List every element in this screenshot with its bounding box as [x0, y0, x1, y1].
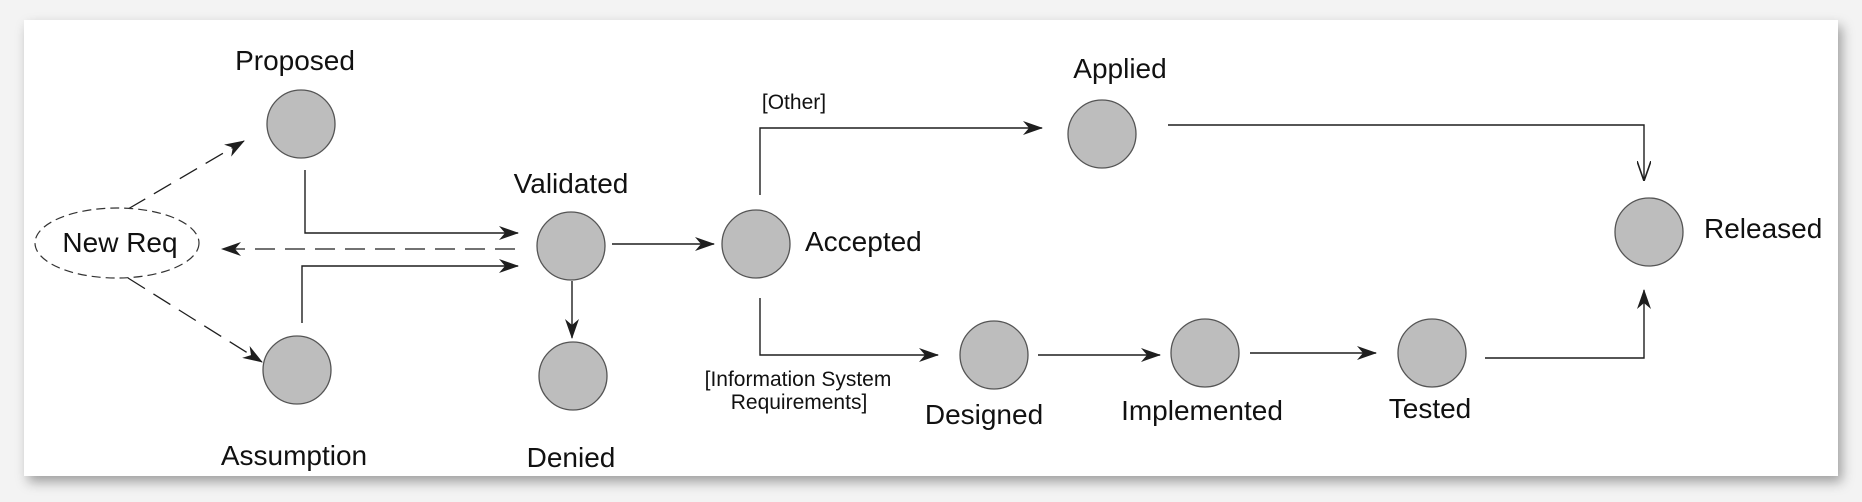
state-designed-node	[959, 320, 1029, 390]
state-accepted-label: Accepted	[805, 226, 922, 257]
edge-accepted-to-applied	[759, 121, 1043, 195]
guard-info-line1-label: [Information System	[705, 368, 892, 391]
edge-accepted-to-designed	[759, 298, 939, 362]
state-released-label: Released	[1704, 213, 1822, 244]
state-proposed-label: Proposed	[235, 45, 355, 76]
state-validated-label: Validated	[514, 168, 629, 199]
state-applied-node	[1067, 99, 1137, 169]
state-tested-label: Tested	[1389, 393, 1472, 424]
new-req-label: New Req	[62, 227, 177, 258]
state-assumption-label: Assumption	[221, 440, 367, 471]
state-implemented-node	[1170, 318, 1240, 388]
state-assumption-node	[262, 335, 332, 405]
new-req-ellipse	[34, 207, 200, 279]
state-tested-node	[1397, 318, 1467, 388]
state-released-node	[1614, 197, 1684, 267]
state-denied-node	[538, 341, 608, 411]
edge-tested-to-released	[1485, 289, 1651, 359]
state-proposed-node	[266, 89, 336, 159]
edge-newreq-to-assumption	[127, 277, 263, 363]
state-accepted-node	[721, 209, 791, 279]
edge-proposed-to-validated	[304, 170, 519, 240]
state-applied-label: Applied	[1073, 53, 1166, 84]
state-designed-label: Designed	[925, 399, 1043, 430]
state-implemented-label: Implemented	[1121, 395, 1283, 426]
edge-newreq-to-proposed	[127, 140, 245, 210]
diagram-panel	[24, 20, 1838, 476]
guard-other-label: [Other]	[762, 91, 826, 114]
edge-assumption-to-validated	[301, 259, 519, 323]
state-denied-label: Denied	[527, 442, 616, 473]
state-validated-node	[536, 211, 606, 281]
edge-applied-to-released	[1168, 124, 1644, 180]
guard-info-line2-label: Requirements]	[731, 391, 868, 414]
